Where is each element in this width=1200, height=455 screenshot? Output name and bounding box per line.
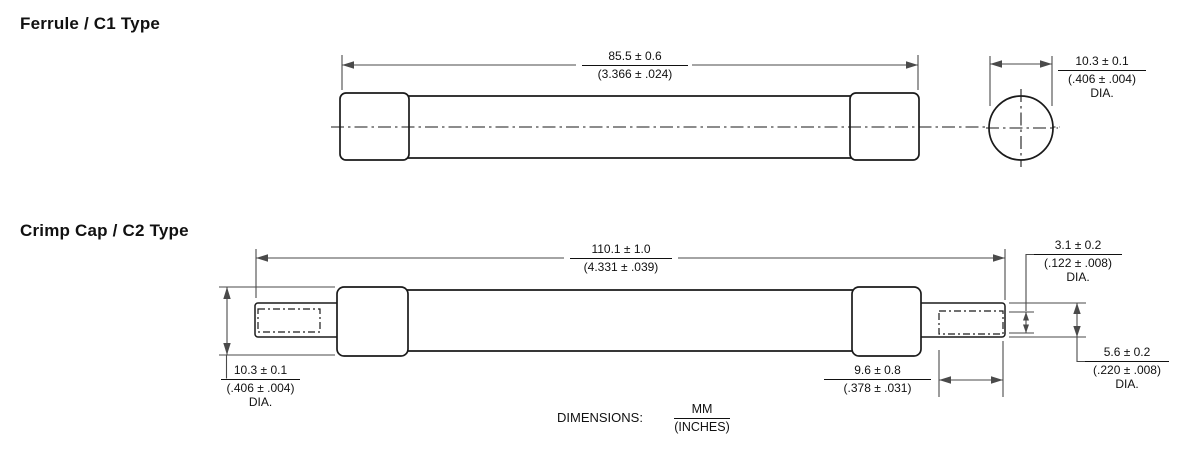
c2-pin-outer-diameter-dim-label: 5.6 ± 0.2 (.220 ± .008) DIA. <box>1085 345 1169 391</box>
c2-right-pin <box>918 302 1006 338</box>
section-title-ferrule: Ferrule / C1 Type <box>20 14 161 33</box>
dim-mm-value: 3.1 ± 0.2 <box>1034 238 1122 255</box>
units-inches: (INCHES) <box>674 419 730 434</box>
dim-inch-value: (.378 ± .031) <box>843 380 912 395</box>
dim-dia-suffix: DIA. <box>248 394 273 409</box>
c1-diameter-dimension <box>989 56 1053 106</box>
c1-ferrule-drawing <box>331 55 1060 167</box>
dim-mm-value: 9.6 ± 0.8 <box>824 363 931 380</box>
c2-fuse-body <box>403 289 857 352</box>
dim-inch-value: (.406 ± .004) <box>1068 71 1136 86</box>
c2-crimp-depth-dim-label: 9.6 ± 0.8 (.378 ± .031) <box>824 363 931 395</box>
c2-right-crimp-cap <box>851 286 922 357</box>
section-title-crimp: Crimp Cap / C2 Type <box>20 221 189 240</box>
c2-length-dim-label: 110.1 ± 1.0 (4.331 ± .039) <box>570 242 672 274</box>
c2-pin-inner-diameter-dim-label: 3.1 ± 0.2 (.122 ± .008) DIA. <box>1034 238 1122 284</box>
c2-pin-outer-diameter-dimension <box>1009 302 1086 363</box>
units-mm: MM <box>674 402 730 419</box>
dim-dia-suffix: DIA. <box>1090 85 1114 100</box>
c2-cap-diameter-dimension <box>219 286 335 379</box>
dim-inch-value: (.122 ± .008) <box>1044 255 1112 270</box>
dim-dia-suffix: DIA. <box>1115 376 1139 391</box>
c1-length-dimension <box>341 55 919 90</box>
dim-inch-value: (4.331 ± .039) <box>583 259 659 274</box>
dim-mm-value: 85.5 ± 0.6 <box>582 49 688 66</box>
dim-inch-value: (.220 ± .008) <box>1093 362 1161 377</box>
c2-left-crimp-cap <box>336 286 409 357</box>
dim-inch-value: (.406 ± .004) <box>226 380 295 395</box>
c1-length-dim-label: 85.5 ± 0.6 (3.366 ± .024) <box>582 49 688 81</box>
c2-pin-inner-diameter-dimension <box>1009 253 1034 334</box>
dim-mm-value: 10.3 ± 0.1 <box>1058 54 1146 71</box>
dim-inch-value: (3.366 ± .024) <box>597 66 673 81</box>
c2-length-dimension <box>255 249 1006 300</box>
dimensions-units-fraction: MM (INCHES) <box>674 402 730 434</box>
c2-crimp-depth-dimension <box>938 341 1004 397</box>
c2-right-pin-bore-hidden <box>938 310 1004 335</box>
c2-crimp-drawing <box>219 249 1086 397</box>
dim-mm-value: 5.6 ± 0.2 <box>1085 345 1169 362</box>
c1-diameter-dim-label: 10.3 ± 0.1 (.406 ± .004) DIA. <box>1058 54 1146 100</box>
dim-mm-value: 10.3 ± 0.1 <box>221 363 300 380</box>
dim-dia-suffix: DIA. <box>1066 269 1090 284</box>
c2-cap-diameter-dim-label: 10.3 ± 0.1 (.406 ± .004) DIA. <box>221 363 300 409</box>
c2-left-pin-bore-hidden <box>257 308 321 333</box>
dimensions-units-label: DIMENSIONS: <box>557 410 643 425</box>
dim-mm-value: 110.1 ± 1.0 <box>570 242 672 259</box>
